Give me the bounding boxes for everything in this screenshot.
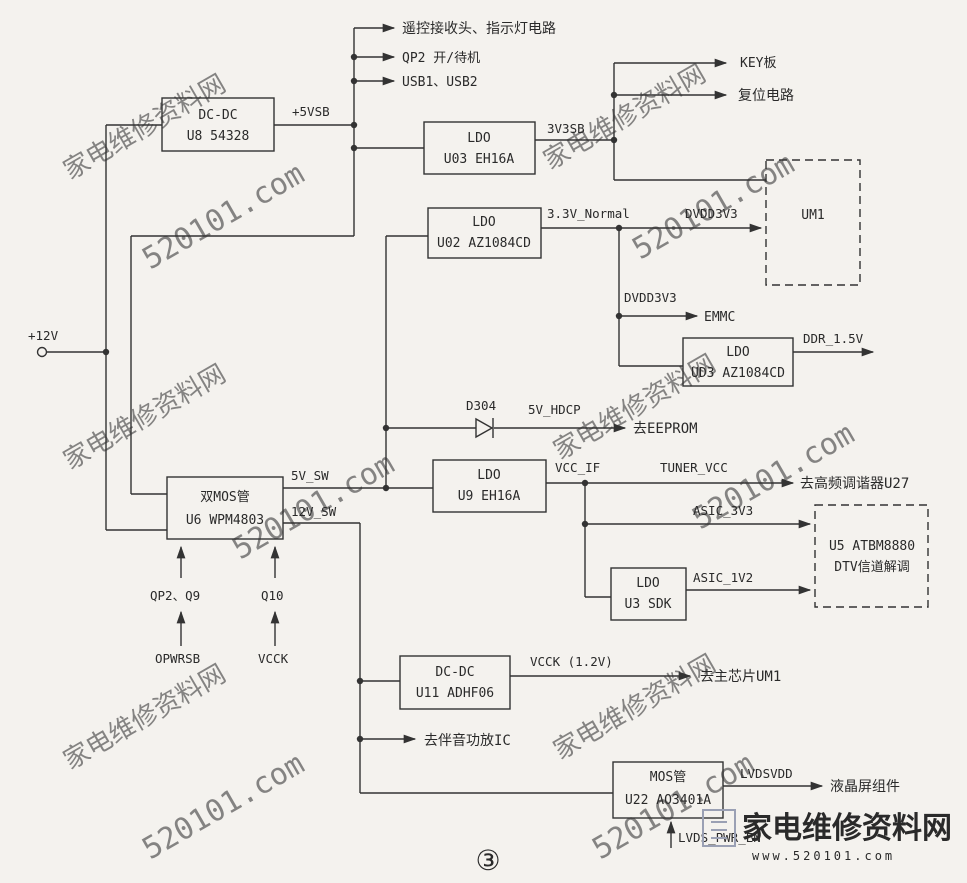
dest-key-board: KEY板 bbox=[740, 56, 776, 71]
destination-labels: 遥控接收头、指示灯电路 QP2 开/待机 USB1、USB2 KEY板 复位电路… bbox=[402, 20, 909, 795]
label-asic-1v2: ASIC_1V2 bbox=[693, 570, 753, 585]
watermark-text: 家电维修资料网 bbox=[59, 69, 232, 186]
wires bbox=[36, 23, 875, 848]
dest-qp2-standby: QP2 开/待机 bbox=[402, 51, 480, 66]
block-title: LDO bbox=[636, 576, 660, 591]
block-title: LDO bbox=[472, 215, 496, 230]
label-3v3sb: 3V3SB bbox=[547, 121, 585, 136]
block-ldo-ud3: LDO UD3 AZ1084CD bbox=[682, 337, 794, 387]
label-tuner-vcc: TUNER_VCC bbox=[660, 460, 728, 475]
block-title: LDO bbox=[726, 345, 750, 360]
block-mos-u22: MOS管 U22 AO3401A bbox=[612, 761, 724, 819]
label-vcc-if: VCC_IF bbox=[555, 460, 600, 475]
block-title: LDO bbox=[467, 131, 491, 146]
block-title: DC-DC bbox=[435, 665, 474, 680]
block-dcdc-u11: DC-DC U11 ADHF06 bbox=[399, 655, 511, 710]
label-33v-normal: 3.3V_Normal bbox=[547, 206, 630, 221]
block-part: U02 AZ1084CD bbox=[437, 236, 531, 251]
block-ldo-u03: LDO U03 EH16A bbox=[423, 121, 536, 175]
block-title: LDO bbox=[477, 468, 501, 483]
block-part: U3 SDK bbox=[625, 597, 672, 612]
dest-tuner: 去高频调谐器U27 bbox=[800, 475, 909, 492]
label-ddr-15v: DDR_1.5V bbox=[803, 331, 864, 346]
net-labels: +12V +5VSB 3V3SB 3.3V_Normal DVDD3V3 DVD… bbox=[28, 104, 864, 845]
dest-emmc: EMMC bbox=[704, 310, 735, 325]
block-ldo-u3: LDO U3 SDK bbox=[610, 567, 687, 621]
dest-usb: USB1、USB2 bbox=[402, 75, 478, 90]
block-dcdc-u8: DC-DC U8 54328 bbox=[161, 97, 275, 152]
block-title: MOS管 bbox=[650, 770, 686, 785]
dest-lcd: 液晶屏组件 bbox=[830, 779, 900, 795]
dest-audio-amp: 去伴音功放IC bbox=[424, 732, 511, 749]
label-vcck-12v: VCCK (1.2V) bbox=[530, 654, 613, 669]
watermark-text: 家电维修资料网 bbox=[59, 659, 232, 776]
block-part: U8 54328 bbox=[187, 129, 250, 144]
watermark-text: 家电维修资料网 bbox=[59, 359, 232, 476]
dest-remote-led: 遥控接收头、指示灯电路 bbox=[402, 20, 556, 37]
block-part: U9 EH16A bbox=[458, 489, 521, 504]
block-title: 双MOS管 bbox=[200, 490, 249, 505]
block-title: U5 ATBM8880 bbox=[829, 539, 915, 554]
label-qp2-q9: QP2、Q9 bbox=[150, 588, 200, 603]
brand-url: www.520101.com bbox=[752, 849, 895, 863]
label-input-12v: +12V bbox=[28, 328, 59, 343]
watermark-text: 520101.com bbox=[137, 156, 311, 277]
brand-name: 家电维修资料网 bbox=[742, 811, 952, 846]
watermark-text: 520101.com bbox=[137, 746, 311, 867]
label-5v-sw: 5V_SW bbox=[291, 468, 329, 483]
label-vcck: VCCK bbox=[258, 651, 289, 666]
block-part: U22 AO3401A bbox=[625, 793, 711, 808]
block-mos-u6: 双MOS管 U6 WPM4803 bbox=[166, 476, 284, 540]
dest-main-chip: 去主芯片UM1 bbox=[700, 669, 781, 685]
label-5vsb: +5VSB bbox=[292, 104, 330, 119]
watermark-text: 家电维修资料网 bbox=[539, 59, 712, 176]
label-5v-hdcp: 5V_HDCP bbox=[528, 402, 581, 417]
block-um1: UM1 bbox=[765, 159, 861, 286]
block-u5-demod: U5 ATBM8880 DTV信道解调 bbox=[814, 504, 929, 608]
block-title: DC-DC bbox=[198, 108, 237, 123]
label-dvdd3v3: DVDD3V3 bbox=[624, 290, 677, 305]
dest-eeprom: 去EEPROM bbox=[633, 421, 698, 437]
block-part: DTV信道解调 bbox=[834, 560, 909, 575]
diode-d304-icon bbox=[475, 417, 494, 439]
brand-logo-icon bbox=[702, 809, 736, 847]
block-ldo-u9: LDO U9 EH16A bbox=[432, 459, 547, 513]
label-asic-3v3: ASIC_3V3 bbox=[693, 503, 753, 518]
label-q10: Q10 bbox=[261, 588, 284, 603]
label-12v-sw: 12V_SW bbox=[291, 504, 337, 519]
label-dvdd3v3: DVDD3V3 bbox=[685, 206, 738, 221]
block-part: UD3 AZ1084CD bbox=[691, 366, 785, 381]
label-lvdsvdd: LVDSVDD bbox=[740, 766, 793, 781]
block-part: U6 WPM4803 bbox=[186, 513, 264, 528]
label-d304: D304 bbox=[466, 398, 496, 413]
block-title: UM1 bbox=[801, 208, 824, 223]
junction-dots bbox=[102, 53, 623, 743]
block-ldo-u02: LDO U02 AZ1084CD bbox=[427, 207, 542, 259]
block-part: U03 EH16A bbox=[444, 152, 515, 167]
brand-watermark: 家电维修资料网 www.520101.com bbox=[702, 809, 952, 863]
block-part: U11 ADHF06 bbox=[416, 686, 494, 701]
figure-number: ③ bbox=[475, 844, 500, 877]
label-opwrsb: OPWRSB bbox=[155, 651, 200, 666]
dest-reset: 复位电路 bbox=[738, 87, 794, 104]
